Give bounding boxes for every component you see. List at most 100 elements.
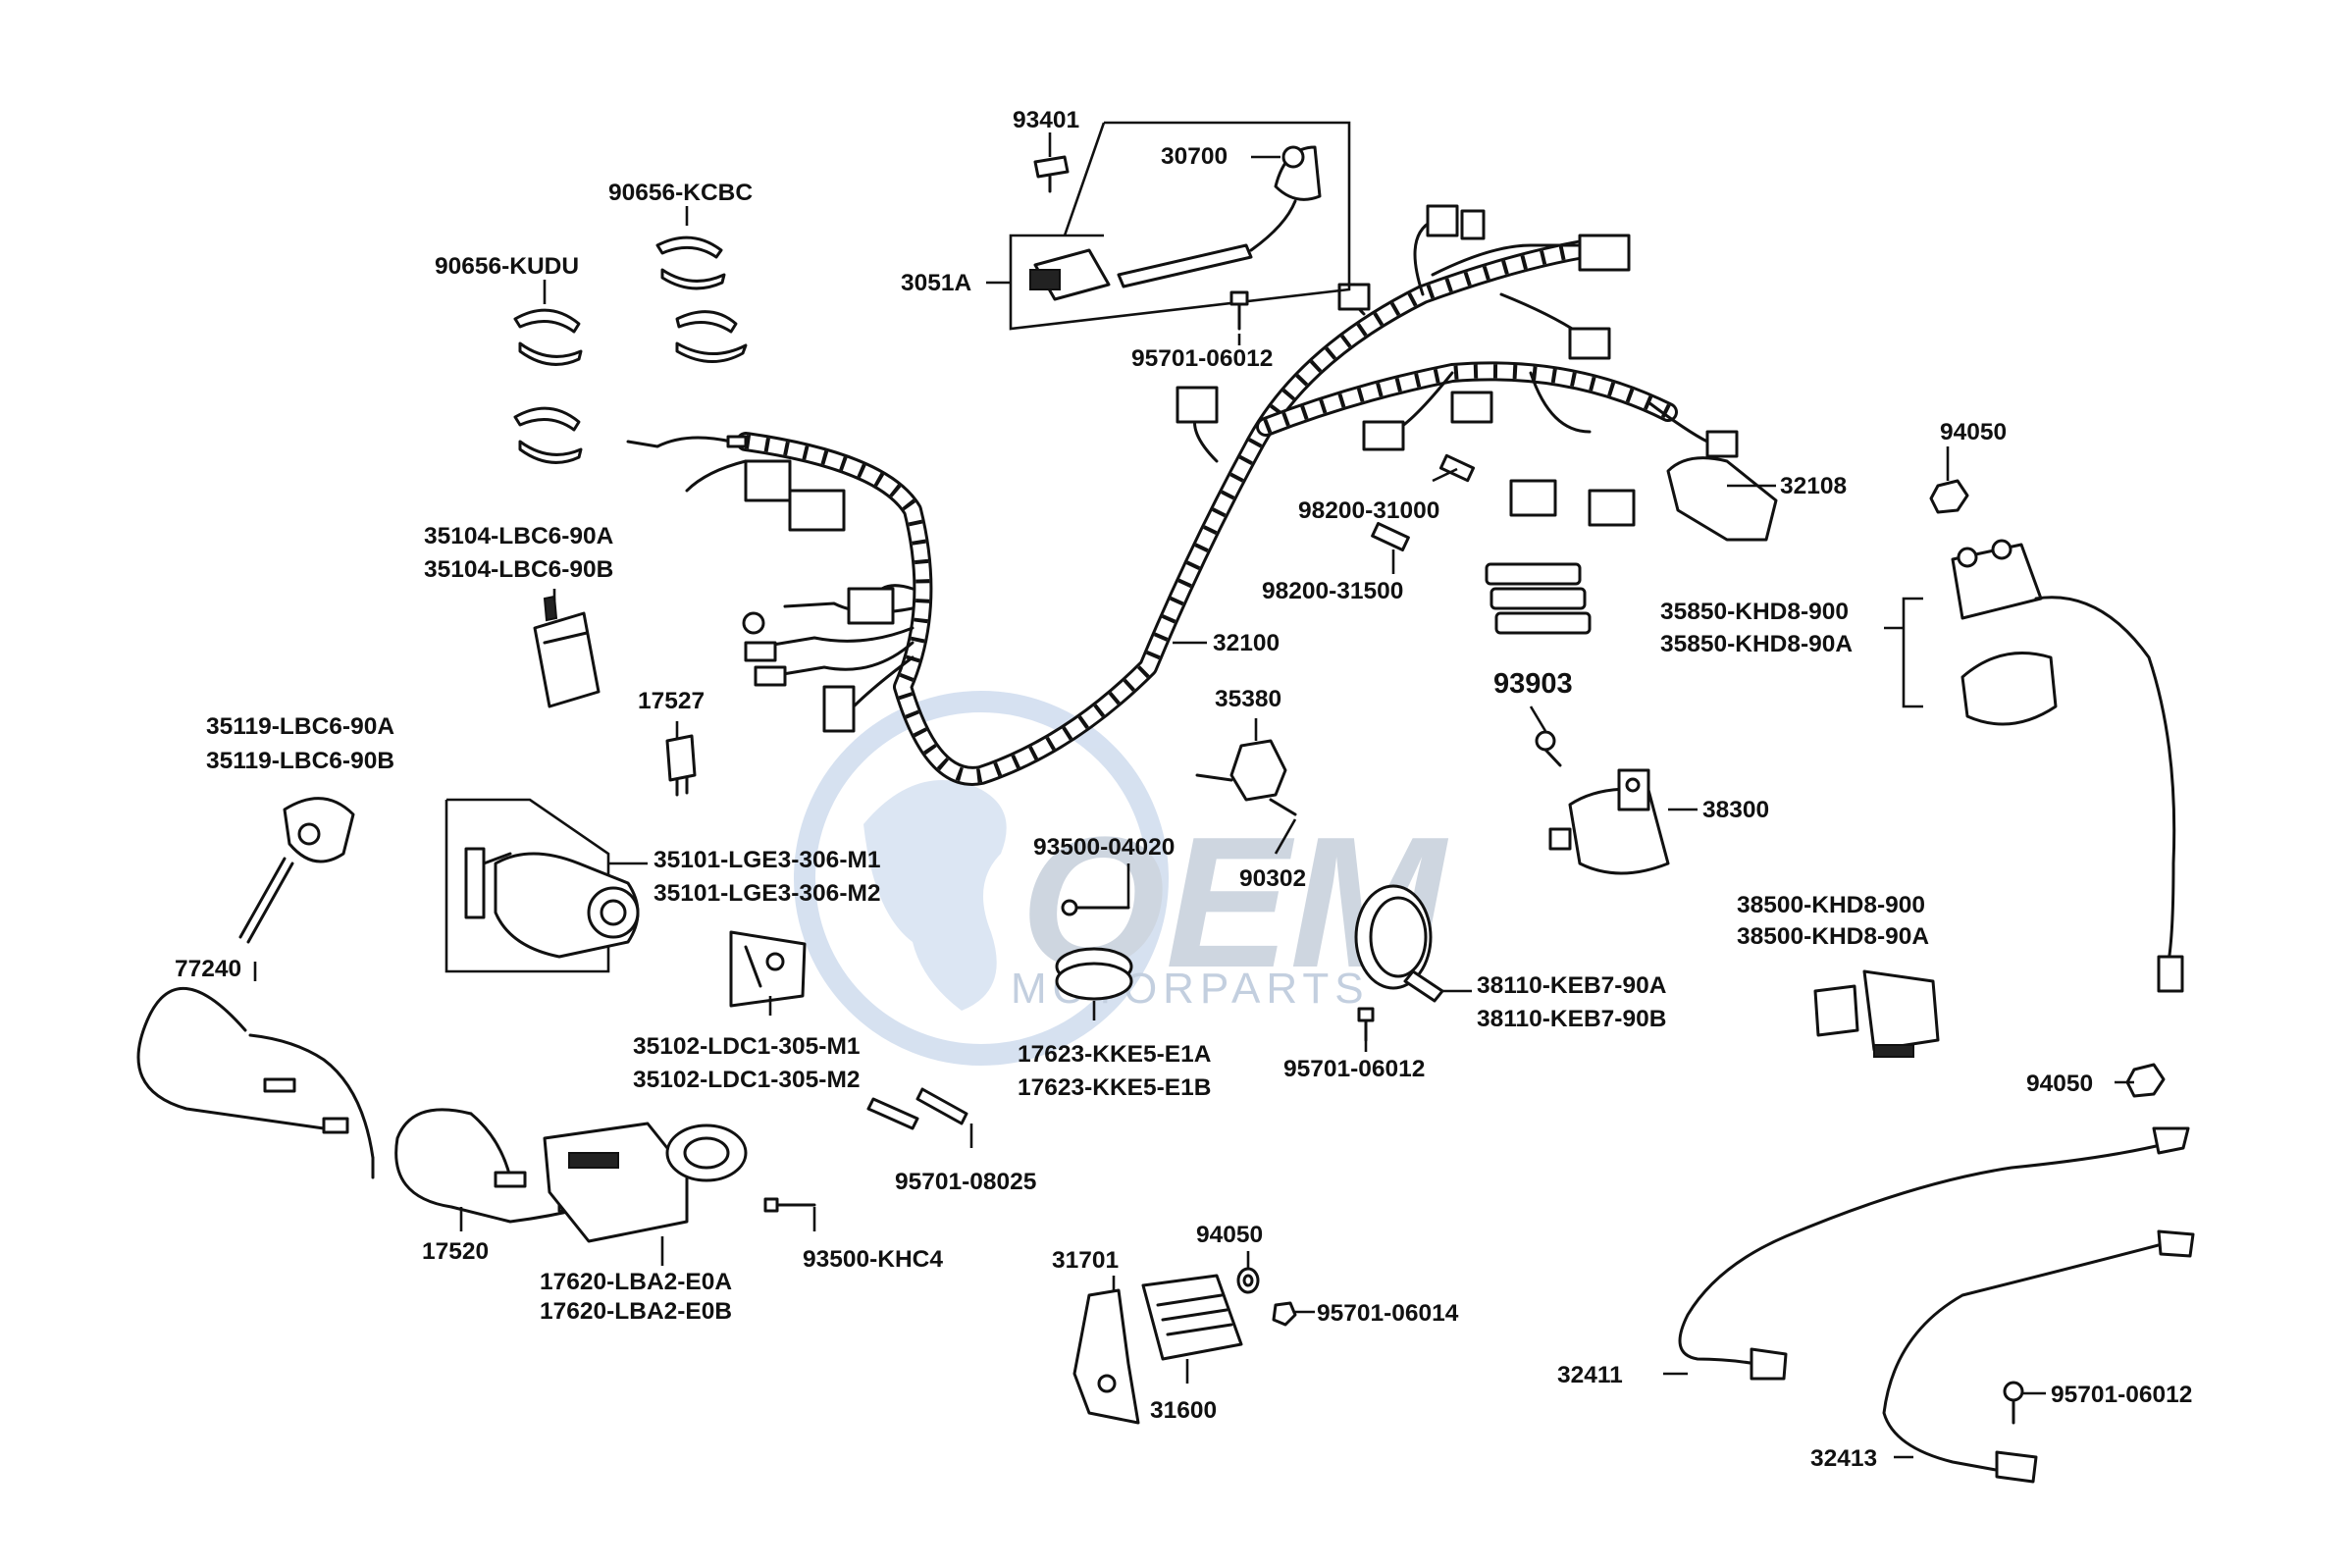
connector-icon: [744, 459, 792, 502]
label-31600: 31600: [1150, 1397, 1217, 1424]
label-38110-b: 38110-KEB7-90B: [1477, 1006, 1666, 1032]
connector-icon: [822, 685, 856, 733]
spark-plug-cap-icon: [1274, 145, 1322, 201]
clamp-90656-kudu-icon: [513, 308, 583, 464]
washer-94050-bottom-icon: [1236, 1267, 1260, 1294]
regulator-31600-icon: [1141, 1274, 1243, 1361]
connector-icon: [1337, 283, 1371, 311]
label-98200-31500: 98200-31500: [1262, 578, 1403, 604]
label-32108: 32108: [1780, 473, 1847, 499]
connector-icon: [1588, 489, 1636, 527]
label-17620-b: 17620-LBA2-E0B: [540, 1298, 732, 1325]
nut-94050-right-icon: [2125, 1063, 2166, 1098]
label-95701-08025: 95701-08025: [895, 1169, 1036, 1195]
label-35380: 35380: [1215, 686, 1281, 712]
label-32411: 32411: [1557, 1362, 1623, 1388]
label-94050-right: 94050: [2026, 1071, 2093, 1097]
cable-end-icon: [322, 1117, 349, 1134]
horn-relay-38300-icon: [1548, 768, 1670, 875]
watermark-ring: [794, 691, 1169, 1066]
ring-17623-icon: [1055, 947, 1133, 1001]
connector-icon: [1362, 420, 1405, 451]
connector-icon: [1509, 479, 1557, 517]
ring-terminal-icon: [742, 611, 765, 635]
label-94050-top: 94050: [1940, 419, 2007, 445]
label-17520: 17520: [422, 1238, 489, 1265]
label-94050-bottom: 94050: [1196, 1222, 1263, 1248]
flasher-17527-icon: [665, 734, 697, 797]
seat-lock-35102-icon: [729, 930, 807, 1008]
connector-icon: [1176, 386, 1219, 424]
label-38300: 38300: [1702, 797, 1769, 823]
watermark-globe-land: [863, 780, 1007, 1011]
battery-cable-32413: [1882, 1229, 2195, 1484]
label-95701-06012-top: 95701-06012: [1131, 345, 1273, 372]
label-35119-b: 35119-LBC6-90B: [206, 748, 394, 774]
connector-icon: [1426, 204, 1459, 237]
horn-38110-icon: [1354, 884, 1444, 1003]
part-labels: 93401 30700 3051A 90656-KCBC 90656-KUDU …: [175, 107, 2192, 1472]
connector-icon: [1460, 209, 1486, 240]
label-77240: 77240: [175, 956, 241, 982]
connector-icon: [744, 641, 777, 662]
label-31701: 31701: [1052, 1247, 1119, 1274]
label-17623-a: 17623-KKE5-E1A: [1018, 1041, 1212, 1068]
screw-95701-08025-icon: [866, 1087, 968, 1130]
screw-93500-khc4-icon: [763, 1197, 816, 1213]
fuse-holder-32108: [1371, 453, 1778, 635]
label-93903: 93903: [1493, 668, 1573, 700]
battery-cable-32411: [1678, 1126, 2190, 1381]
ignition-switch-group: [444, 798, 640, 973]
stop-switch-35119-icon: [238, 797, 355, 944]
connector-icon: [726, 435, 748, 448]
relay-35104-icon: [533, 595, 601, 708]
label-30700: 30700: [1161, 143, 1228, 170]
label-35101-b: 35101-LGE3-306-M2: [653, 880, 881, 907]
fuse-icon: [1438, 453, 1476, 483]
screw-95701-top-icon: [1229, 290, 1249, 331]
ignition-coil-group: [1009, 121, 1351, 331]
connector-icon: [754, 665, 787, 687]
label-35104-a: 35104-LBC6-90A: [424, 523, 614, 549]
label-17620-a: 17620-LBA2-E0A: [540, 1269, 732, 1295]
label-35102-b: 35102-LDC1-305-M2: [633, 1067, 861, 1093]
label-90656-kudu: 90656-KUDU: [435, 253, 579, 280]
fuse-strip-icon: [1485, 562, 1592, 635]
connector-icon: [1705, 430, 1739, 458]
label-17623-b: 17623-KKE5-E1B: [1018, 1074, 1211, 1101]
throttle-cable-77240: [136, 986, 375, 1179]
bracket-31701-icon: [1072, 1288, 1140, 1425]
label-35102-a: 35102-LDC1-305-M1: [633, 1033, 861, 1060]
label-93500-04020: 93500-04020: [1033, 834, 1175, 861]
label-17527: 17527: [638, 688, 705, 714]
label-38500-a: 38500-KHD8-900: [1737, 892, 1925, 918]
label-3051a: 3051A: [901, 270, 972, 296]
screw-95701-06012-mid-icon: [1357, 1007, 1375, 1042]
harness-connectors: [726, 204, 1739, 733]
oem-watermark: OEM MOTORPARTS: [794, 691, 1449, 1066]
connector-icon: [788, 489, 846, 532]
label-35850-b: 35850-KHD8-90A: [1660, 631, 1853, 657]
label-98200-31000: 98200-31000: [1298, 497, 1439, 524]
screw-95701-06012-bot-icon: [2003, 1381, 2024, 1425]
cable-adjuster-icon: [263, 1077, 296, 1093]
label-95701-06012-bot: 95701-06012: [2051, 1382, 2192, 1408]
connector-icon: [1578, 234, 1631, 272]
nut-94050-top-icon: [1929, 479, 1969, 514]
label-32413: 32413: [1810, 1445, 1877, 1472]
clamp-90656-kcbc-icon: [655, 235, 748, 363]
label-35850-a: 35850-KHD8-900: [1660, 599, 1849, 625]
fuse-icon: [1371, 521, 1410, 552]
label-95701-06014: 95701-06014: [1317, 1300, 1459, 1327]
switch-35380-icon: [1195, 739, 1297, 816]
label-38110-a: 38110-KEB7-90A: [1477, 972, 1667, 999]
connector-icon: [847, 587, 895, 625]
label-90656-kcbc: 90656-KCBC: [608, 180, 753, 206]
label-38500-b: 38500-KHD8-90A: [1737, 923, 1929, 950]
label-95701-06012-mid: 95701-06012: [1283, 1056, 1425, 1082]
label-93500-khc4: 93500-KHC4: [803, 1246, 943, 1273]
bolt-93401-icon: [1033, 155, 1070, 193]
connector-icon: [1568, 327, 1611, 360]
screw-95701-06014-icon: [1272, 1301, 1297, 1327]
